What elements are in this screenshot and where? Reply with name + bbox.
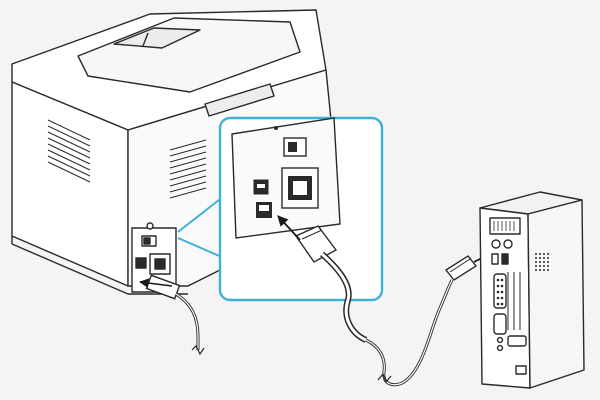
usb-a-plug [444,255,478,281]
desktop-tower-icon [479,191,585,389]
parallel-port [493,273,507,309]
printer-screw [146,222,154,230]
cable-break-mark [191,344,205,356]
tower-usb-port-2 [491,253,499,265]
printer-power-socket-inner [154,258,166,270]
tower-bottom-vent [515,365,527,375]
printer-switch-rocker [143,237,151,245]
callout-zoom [177,116,384,343]
audio-jack-2 [496,344,504,352]
vga-port [507,335,527,347]
callout-leader-bottom [177,237,225,259]
tower-psu-grille [493,221,515,231]
printer-rear-vents [169,139,207,199]
tower-usb-port [501,253,509,265]
cable-break-mark-2 [377,372,392,384]
audio-jack-1 [496,336,504,344]
paper-stop [113,27,201,49]
tower-fan-grille [535,253,549,271]
printer [11,9,341,295]
printer-port-arrow [139,278,173,288]
ps2-port-1 [491,239,501,249]
tower-psu [489,217,521,235]
printer-usb-cable [145,274,205,356]
paper-stop-handle [142,32,149,47]
printer-rear-ridge [204,83,275,117]
usb-cable-icon [365,255,478,387]
printer-usb-port-small [135,257,147,269]
power-switch-rocker [288,142,297,152]
printer-side-vents [47,119,91,183]
callout-leader-top [177,195,225,233]
tower-side [527,199,585,389]
parallel-port-pins [496,278,504,306]
usb-b-plug [294,225,368,343]
usb-insert-arrow-callout [277,215,301,241]
ps2-port-2 [503,239,513,249]
serial-port [493,313,507,335]
expansion-slots [507,272,521,330]
